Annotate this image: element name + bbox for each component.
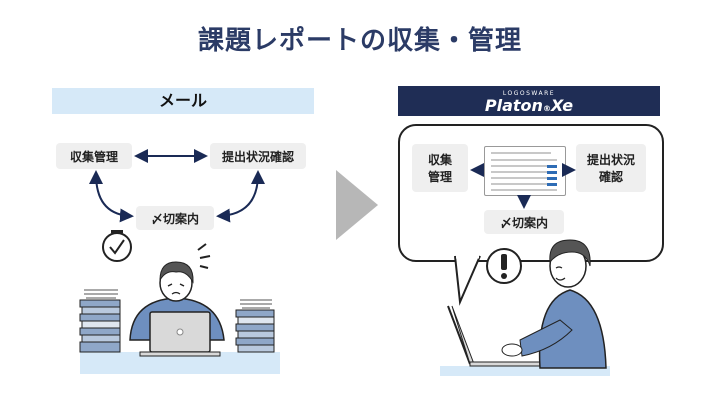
platon-screen-thumbnail bbox=[484, 146, 566, 196]
laptop-icon bbox=[139, 311, 221, 357]
status-check-box: 提出状況確認 bbox=[210, 143, 306, 169]
laptop-side-icon bbox=[447, 305, 541, 367]
platon-status-box: 提出状況 確認 bbox=[576, 144, 646, 192]
clock-icon bbox=[102, 230, 132, 262]
logo-main-text: Platon®Xe bbox=[484, 96, 574, 115]
collect-manage-label: 収集管理 bbox=[69, 149, 118, 164]
chevron-right-icon bbox=[336, 170, 378, 240]
relaxed-person bbox=[501, 239, 607, 369]
exclamation-icon bbox=[486, 248, 522, 284]
paper-stack-right bbox=[235, 299, 275, 353]
deadline-notice-label: 〆切案内 bbox=[150, 211, 199, 226]
platon-collect-box: 収集 管理 bbox=[412, 144, 468, 192]
logo-small-text: LOGOSWARE bbox=[502, 90, 556, 97]
platon-collect-line2: 管理 bbox=[427, 170, 452, 184]
arrow-collect-deadline bbox=[89, 170, 134, 223]
platon-status-line2: 確認 bbox=[598, 170, 623, 184]
page-title: 課題レポートの収集・管理 bbox=[197, 26, 522, 56]
platon-logo-band: LOGOSWARE Platon®Xe bbox=[398, 86, 660, 116]
stress-marks-icon bbox=[197, 243, 211, 269]
paper-stack-left bbox=[79, 289, 121, 353]
mail-header: メール bbox=[52, 88, 314, 114]
status-check-label: 提出状況確認 bbox=[221, 149, 294, 164]
deadline-notice-box: 〆切案内 bbox=[136, 206, 214, 230]
arrow-deadline-status bbox=[216, 170, 265, 223]
platon-deadline-label: 〆切案内 bbox=[499, 215, 548, 230]
platon-deadline-box: 〆切案内 bbox=[484, 210, 564, 234]
platon-collect-line1: 収集 bbox=[427, 153, 452, 167]
platon-status-line1: 提出状況 bbox=[586, 153, 635, 167]
collect-manage-box: 収集管理 bbox=[56, 143, 132, 169]
